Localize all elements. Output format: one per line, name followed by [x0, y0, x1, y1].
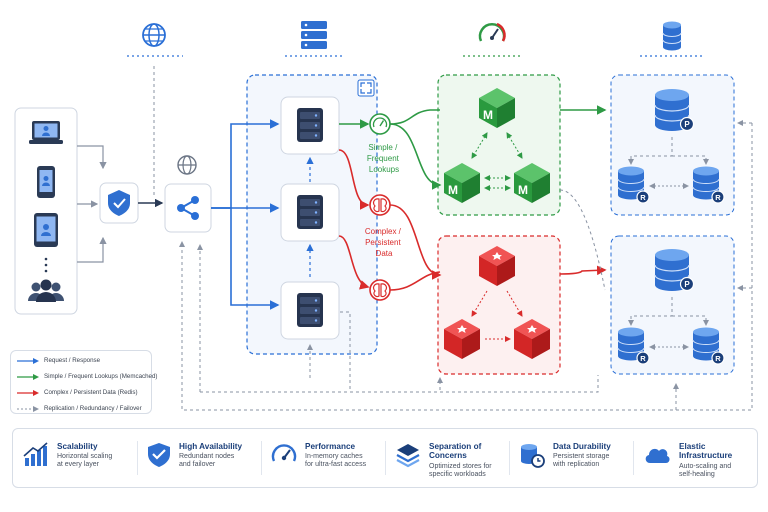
legend-label: Replication / Redundancy / Failover [44, 405, 142, 412]
cloud-icon [645, 448, 670, 463]
feature-desc: for ultra-fast access [305, 461, 367, 469]
globe-small-icon [177, 155, 197, 175]
feature-desc: self-healing [679, 470, 715, 478]
feature-desc: with replication [553, 461, 600, 469]
legend-label: Complex / Persistent Data (Redis) [44, 389, 138, 396]
replica-badge-top-left: R [636, 190, 650, 204]
feature-title: High Availability [179, 442, 243, 451]
share-nodes-icon [177, 196, 199, 220]
feature-title: Performance [305, 442, 356, 451]
svg-text:M: M [483, 108, 493, 122]
feature-title: Separation of Concerns [429, 442, 482, 461]
memcached-route-label: Simple / Frequent Lookups [367, 143, 401, 174]
svg-text:R: R [640, 193, 646, 202]
redis-route-brain-icon-2 [369, 279, 391, 301]
legend-label: Request / Response [44, 357, 101, 364]
primary-badge-bottom: P [679, 276, 695, 292]
svg-text:P: P [684, 120, 690, 129]
replica-badge-bottom-left: R [636, 351, 650, 365]
legend-item-request: Request / Response [17, 354, 151, 367]
layers-icon [396, 444, 420, 468]
svg-text:R: R [640, 354, 646, 363]
app-server-2-icon [297, 195, 323, 229]
redis-route-label: Complex / Persistent Data [365, 227, 403, 258]
app-server-3-icon [297, 293, 323, 327]
legend-arrow-memcached-icon [17, 373, 39, 380]
server-rack-icon [301, 21, 327, 49]
legend-arrow-redis-icon [17, 389, 39, 396]
feature-desc: and failover [179, 461, 216, 469]
feature-desc: specific workloads [429, 470, 486, 478]
feature-title: Elastic Infrastructure [679, 442, 733, 461]
load-balancer-box[interactable] [164, 183, 212, 233]
feature-desc: Optimized stores for [429, 462, 492, 470]
shield-check-icon [148, 443, 170, 467]
redis-route-brain-icon [369, 194, 391, 216]
redis-node-top [479, 246, 515, 286]
memcached-node-top: M [479, 88, 515, 128]
redis-node-left [444, 319, 480, 359]
replica-badge-top-right: R [711, 190, 725, 204]
more-dots-icon [44, 257, 48, 273]
feature-elastic-infrastructure: Elastic Infrastructure Auto-scaling and … [633, 429, 757, 487]
svg-text:P: P [684, 280, 690, 289]
replica-badge-bottom-right: R [711, 351, 725, 365]
feature-desc: Redundant nodes [179, 453, 235, 461]
svg-text:M: M [448, 183, 458, 197]
svg-text:R: R [715, 354, 721, 363]
feature-desc: Persistent storage [553, 453, 610, 461]
database-icon [662, 21, 682, 51]
database-clock-icon [521, 444, 545, 468]
chart-up-icon [23, 442, 48, 466]
svg-text:M: M [518, 183, 528, 197]
laptop-icon [29, 121, 63, 144]
feature-data-durability: Data Durability Persistent storage with … [509, 429, 633, 487]
app-server-1-icon [297, 108, 323, 142]
smartphone-icon [37, 166, 55, 198]
speedometer-icon [478, 22, 506, 42]
legend-arrow-request-icon [17, 357, 39, 364]
memcached-route-gauge-icon [369, 113, 391, 135]
feature-title: Scalability [57, 442, 98, 451]
memcached-node-left: M [444, 163, 480, 203]
svg-text:R: R [715, 193, 721, 202]
feature-desc: Auto-scaling and [679, 462, 732, 470]
feature-scalability: Scalability Horizontal scaling at every … [13, 429, 137, 487]
legend-item-memcached: Simple / Frequent Lookups (Memcached) [17, 370, 158, 383]
feature-bar: Scalability Horizontal scaling at every … [12, 428, 758, 488]
globe-icon [142, 23, 166, 47]
legend-item-replication: Replication / Redundancy / Failover [17, 402, 151, 415]
legend-item-redis: Complex / Persistent Data (Redis) [17, 386, 151, 399]
speedometer-icon [271, 444, 297, 462]
feature-title: Data Durability [553, 442, 611, 451]
feature-separation-of-concerns: Separation of Concerns Optimized stores … [385, 429, 509, 487]
shield-check-icon [108, 190, 130, 216]
redis-node-right [514, 319, 550, 359]
memcached-node-right: M [514, 163, 550, 203]
feature-desc: In-memory caches [305, 453, 363, 461]
feature-desc: Horizontal scaling [57, 453, 113, 461]
client-devices-panel [14, 107, 78, 315]
legend-arrow-replication-icon [17, 405, 39, 412]
feature-high-availability: High Availability Redundant nodes and fa… [137, 429, 261, 487]
feature-performance: Performance In-memory caches for ultra-f… [261, 429, 385, 487]
legend-label: Simple / Frequent Lookups (Memcached) [44, 373, 158, 380]
feature-desc: at every layer [57, 461, 100, 469]
primary-badge-top: P [679, 116, 695, 132]
expand-icon[interactable] [357, 79, 375, 97]
legend: Request / Response Simple / Frequent Loo… [10, 350, 158, 415]
tablet-icon [34, 213, 58, 247]
users-group-icon [28, 279, 64, 302]
